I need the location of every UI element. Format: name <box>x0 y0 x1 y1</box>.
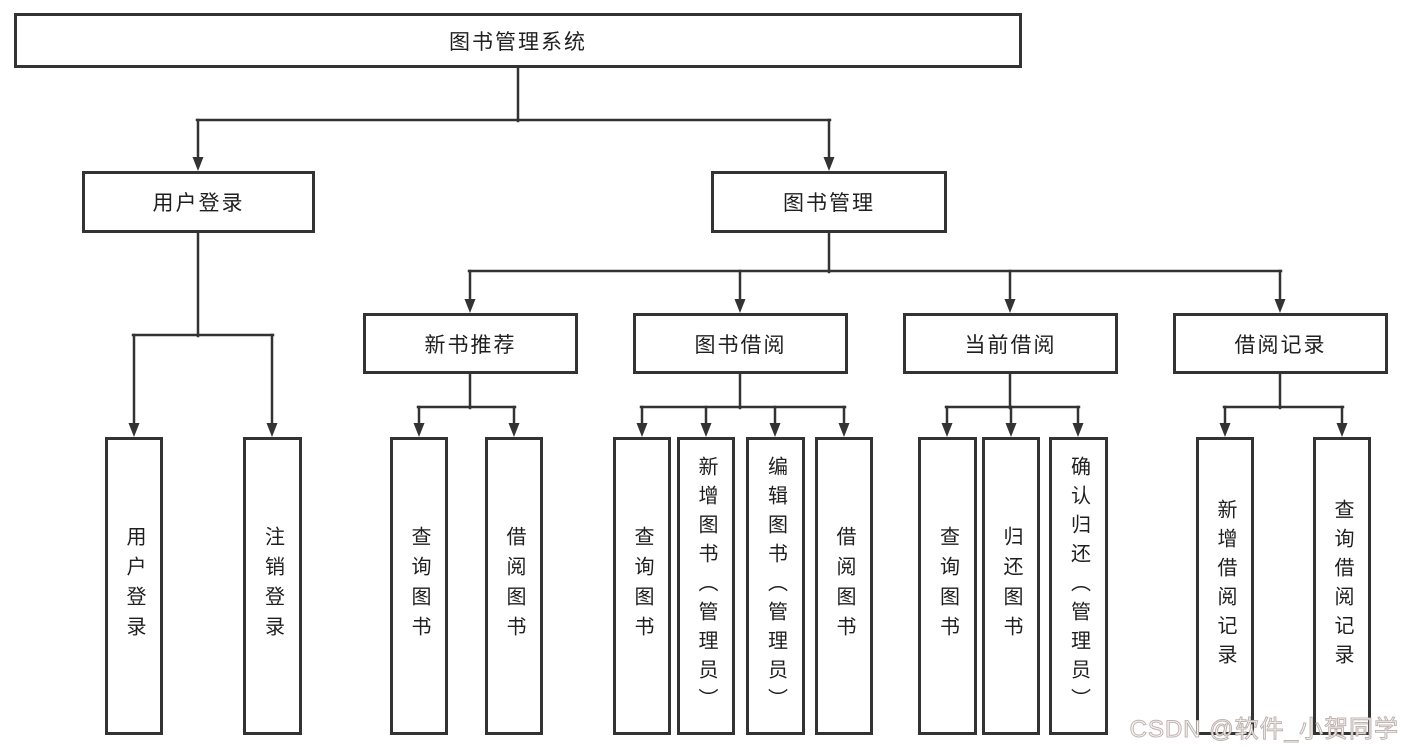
node-current-borrow: 当前借阅 <box>903 313 1118 374</box>
arrowhead <box>1336 423 1348 437</box>
arrowhead <box>769 423 781 437</box>
node-user-login: 用户登录 <box>82 171 315 233</box>
node-borrow-record: 借阅记录 <box>1173 313 1388 374</box>
arrowhead <box>941 423 953 437</box>
node-new-book-recommend: 新书推荐 <box>363 313 578 374</box>
leaf-query-borrow-record: 查询借阅记录 <box>1313 437 1371 735</box>
node-book-borrow: 图书借阅 <box>633 313 848 374</box>
arrowhead <box>1072 423 1084 437</box>
arrowhead <box>838 423 850 437</box>
arrowhead <box>1005 423 1017 437</box>
arrowhead <box>266 423 278 437</box>
watermark: CSDN @软件_小贺同学 <box>1129 716 1399 744</box>
leaf-query-book-current: 查询图书 <box>918 437 977 735</box>
arrowhead <box>700 423 712 437</box>
leaf-confirm-return-admin: 确认归还（管理员） <box>1049 437 1108 735</box>
arrowhead <box>508 423 520 437</box>
arrowhead <box>1219 423 1231 437</box>
arrowhead <box>734 299 746 313</box>
arrowhead <box>823 157 835 171</box>
node-root-system: 图书管理系统 <box>14 13 1022 68</box>
leaf-borrow-book: 借阅图书 <box>815 437 873 735</box>
node-book-management: 图书管理 <box>711 171 947 233</box>
arrowhead <box>1004 299 1016 313</box>
arrowhead <box>413 423 425 437</box>
leaf-query-book-borrow: 查询图书 <box>613 437 671 735</box>
arrowhead <box>636 423 648 437</box>
arrowhead <box>464 299 476 313</box>
leaf-edit-book-admin: 编辑图书（管理员） <box>746 437 805 735</box>
leaf-return-book: 归还图书 <box>982 437 1040 735</box>
leaf-add-book-admin: 新增图书（管理员） <box>677 437 735 735</box>
arrowhead <box>128 423 140 437</box>
leaf-add-borrow-record: 新增借阅记录 <box>1196 437 1254 735</box>
arrowhead <box>1274 299 1286 313</box>
leaf-logout: 注销登录 <box>243 437 302 735</box>
leaf-user-login: 用户登录 <box>105 437 163 735</box>
leaf-query-book-recommend: 查询图书 <box>390 437 448 735</box>
arrowhead <box>192 157 204 171</box>
leaf-borrow-book-recommend: 借阅图书 <box>485 437 543 735</box>
